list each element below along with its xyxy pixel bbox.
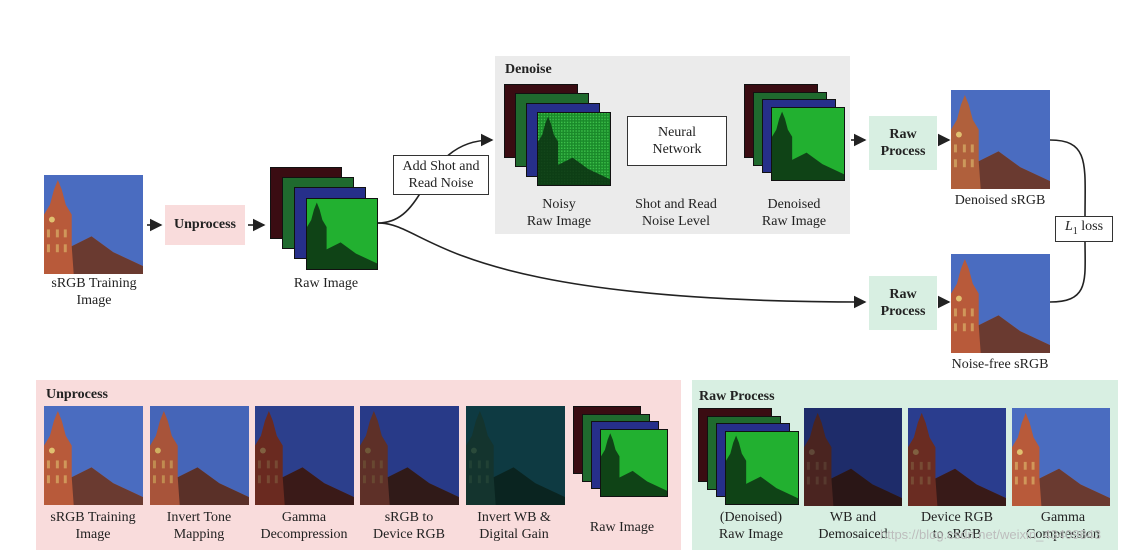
stack-channel-3 bbox=[306, 197, 378, 270]
unprocess-panel-title: Unprocess bbox=[46, 387, 108, 402]
noisefree-srgb-label: Noise-free sRGB bbox=[951, 357, 1049, 372]
rawprocess-step-3-image bbox=[908, 408, 1006, 506]
unprocess-block: Unprocess bbox=[165, 205, 245, 245]
stack-channel-3 bbox=[725, 430, 799, 505]
rawprocess-step-4-image bbox=[1012, 408, 1110, 506]
denoised-raw-stack bbox=[744, 84, 845, 190]
raw-process-panel-title: Raw Process bbox=[699, 389, 775, 404]
rawprocess-step-1-label: (Denoised)Raw Image bbox=[718, 510, 784, 542]
l1-loss-box: L1 loss bbox=[1055, 216, 1113, 242]
unprocess-step-2-image bbox=[150, 406, 249, 505]
unprocess-step-5-label: Invert WB &Digital Gain bbox=[477, 510, 551, 542]
noisefree-srgb-image bbox=[951, 254, 1050, 353]
denoised-srgb-label: Denoised sRGB bbox=[954, 193, 1046, 208]
raw-image-label: Raw Image bbox=[293, 276, 359, 291]
unprocess-step-5-image bbox=[466, 406, 565, 505]
stack-channel-3 bbox=[771, 106, 845, 181]
watermark: https://blog.csdn.net/weixin_43409843 bbox=[880, 527, 1102, 542]
unprocess-step-1-image bbox=[44, 406, 143, 505]
rawprocess-step-2-image bbox=[804, 408, 902, 506]
stack-channel-3 bbox=[600, 428, 668, 497]
raw-image-stack bbox=[270, 167, 380, 272]
unprocess-step-6-label: Raw Image bbox=[589, 520, 655, 535]
unprocess-step-3-image bbox=[255, 406, 354, 505]
srgb-training-image bbox=[44, 175, 143, 274]
unprocess-step-4-image bbox=[360, 406, 459, 505]
stack-channel-3 bbox=[537, 112, 611, 187]
unprocess-step-6-stack bbox=[573, 406, 681, 506]
rawprocess-step-1-stack bbox=[698, 408, 799, 508]
denoised-srgb-image bbox=[951, 90, 1050, 189]
noisy-raw-stack bbox=[504, 84, 612, 192]
denoise-title: Denoise bbox=[505, 62, 552, 77]
